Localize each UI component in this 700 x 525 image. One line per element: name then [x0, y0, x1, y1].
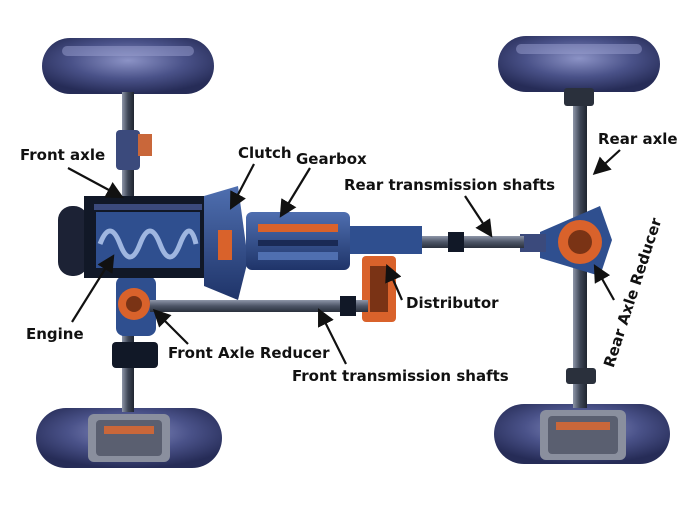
clutch-housing	[204, 186, 248, 300]
label-rear-axle: Rear axle	[598, 130, 678, 148]
front-left-top-wheel	[42, 38, 214, 94]
label-gearbox: Gearbox	[296, 150, 367, 168]
gearbox	[246, 212, 350, 270]
label-distributor: Distributor	[406, 294, 499, 312]
front-transmission-shaft	[150, 296, 368, 316]
label-arrows	[67, 149, 621, 365]
label-front-transmission-shafts: Front transmission shafts	[292, 367, 509, 385]
label-front-axle-reducer: Front Axle Reducer	[168, 344, 330, 362]
label-rear-transmission-shafts: Rear transmission shafts	[344, 176, 556, 194]
distributor	[350, 226, 422, 322]
engine-block	[58, 196, 206, 278]
rear-transmission-shaft	[420, 232, 524, 252]
rear-differential	[520, 206, 612, 276]
label-clutch: Clutch	[238, 144, 292, 162]
front-left-bottom-wheel	[36, 408, 222, 468]
rear-right-top-wheel	[498, 36, 660, 92]
rear-right-bottom-wheel	[494, 404, 670, 464]
label-engine: Engine	[26, 325, 84, 343]
label-front-axle: Front axle	[20, 146, 106, 164]
